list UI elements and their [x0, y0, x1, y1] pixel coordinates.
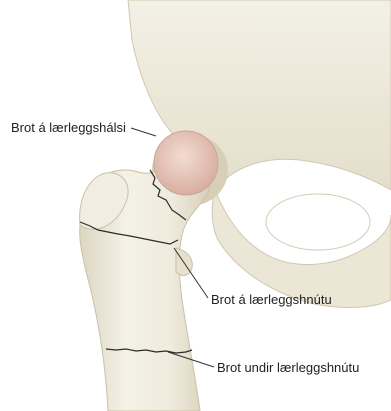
obturator-foramen	[266, 194, 370, 250]
label-trochanteric-fracture: Brot á lærleggshnútu	[211, 292, 332, 308]
label-neck-fracture: Brot á lærleggshálsi	[11, 120, 126, 136]
femoral-head	[154, 131, 218, 195]
label-subtrochanteric-fracture: Brot undir lærleggshnútu	[217, 360, 359, 376]
leader-line-neck	[131, 128, 156, 136]
